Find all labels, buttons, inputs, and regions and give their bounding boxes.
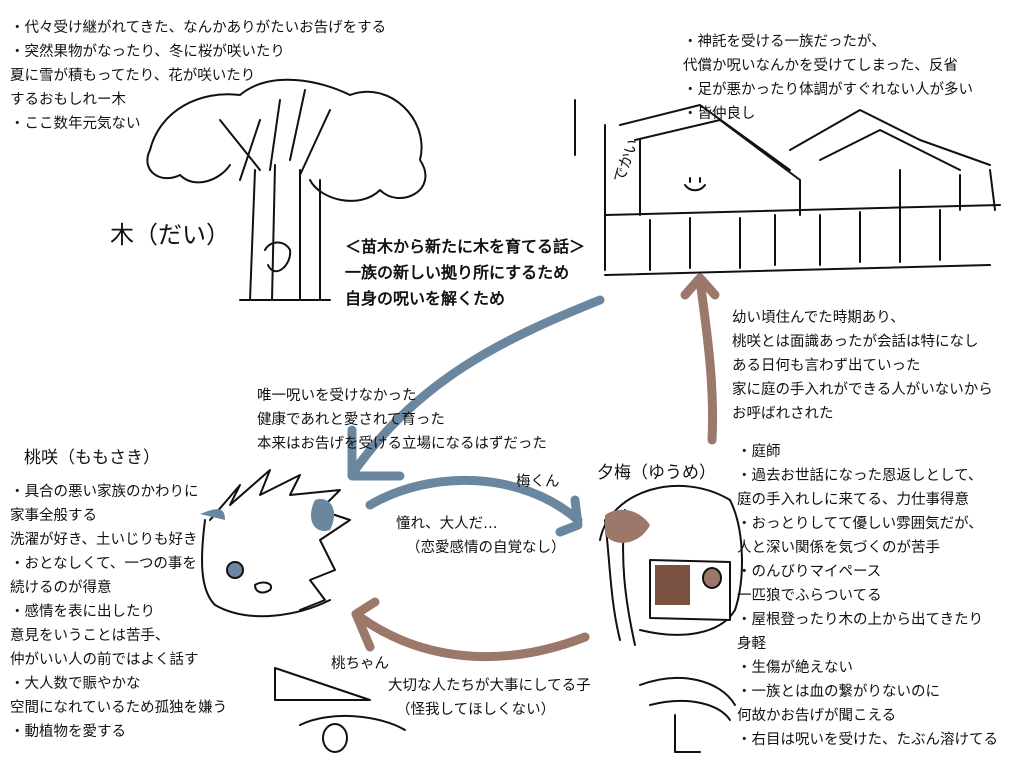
note-line: ・庭師 xyxy=(737,444,781,460)
note-line: 仲がいい人の前ではよく話す xyxy=(10,652,199,668)
yuu-to-momo-feeling: 大切な人たちが大事にしてる子 （怪我してほしくない） xyxy=(388,674,591,722)
note-line: ある日何も言わず出ていった xyxy=(732,358,921,374)
note-line: ・のんびりマイペース xyxy=(737,564,882,580)
note-line: ・過去お世話になった恩返しとして、 xyxy=(737,468,983,484)
yuume-notes: ・庭師 ・過去お世話になった恩返しとして、 庭の手入れしに来てる、力仕事得意 ・… xyxy=(737,440,998,752)
note-line: ・具合の悪い家族のかわりに xyxy=(10,484,199,500)
note-line: ・神託を受ける一族だったが、 xyxy=(683,34,886,50)
note-line: ・皆仲良し xyxy=(683,106,756,122)
note-line: ・大人数で賑やかな xyxy=(10,676,141,692)
story-line: ＜苗木から新たに木を育てる話＞ xyxy=(345,237,586,256)
momosaki-background: 唯一呪いを受けなかった 健康であれと愛されて育った 本来はお告げを受ける立場にな… xyxy=(257,384,547,456)
note-line: お呼ばれされた xyxy=(732,406,834,422)
note-line: 幼い頃住んでた時期あり、 xyxy=(732,310,905,326)
note-line: ・一族とは血の繋がりないのに xyxy=(737,684,940,700)
note-line: するおもしれー木 xyxy=(10,92,126,108)
note-line: ・おとなしくて、一つの事を xyxy=(10,556,197,572)
yuu-to-momo-name: 桃ちゃん xyxy=(331,656,389,672)
tree-drawing xyxy=(146,78,427,301)
note-line: 何故かお告げが聞こえる xyxy=(737,708,897,724)
note-line: ・突然果物がなったり、冬に桜が咲いたり xyxy=(10,44,285,60)
yuume-drawing xyxy=(599,485,743,646)
yuume-background: 幼い頃住んでた時期あり、 桃咲とは面識あったが会話は特になし ある日何も言わず出… xyxy=(732,306,993,426)
brown-arrows xyxy=(351,273,720,662)
note-line: 夏に雪が積もってたり、花が咲いたり xyxy=(10,68,256,84)
note-line: 家事全般する xyxy=(10,508,97,524)
story-line: 自身の呪いを解くため xyxy=(345,289,506,308)
feeling-line: （恋愛感情の自覚なし） xyxy=(406,540,566,556)
note-line: ・右目は呪いを受けた、たぶん溶けてる xyxy=(737,732,998,748)
house-drawing xyxy=(574,99,1001,276)
feeling-line: 憧れ、大人だ… xyxy=(396,516,498,532)
story-title: ＜苗木から新たに木を育てる話＞ 一族の新しい拠り所にするため 自身の呪いを解くた… xyxy=(345,234,585,312)
blue-arrows xyxy=(347,295,605,537)
story-line: 一族の新しい拠り所にするため xyxy=(345,263,570,282)
note-line: 桃咲とは面識あったが会話は特になし xyxy=(732,334,979,350)
note-line: ・生傷が絶えない xyxy=(737,660,853,676)
note-line: 空間になれているため孤独を嫌う xyxy=(10,700,228,716)
note-line: 人と深い関係を気づくのが苦手 xyxy=(737,540,940,556)
note-line: ・屋根登ったり木の上から出てきたり xyxy=(737,612,984,628)
note-line: 代償か呪いなんかを受けてしまった、反省 xyxy=(683,58,958,74)
note-line: 続けるのが得意 xyxy=(10,580,112,596)
note-line: ・足が悪かったり体調がすぐれない人が多い xyxy=(683,82,973,98)
tree-notes: ・代々受け継がれてきた、なんかありがたいお告げをする ・突然果物がなったり、冬に… xyxy=(10,16,386,136)
feeling-line: （怪我してほしくない） xyxy=(396,702,556,718)
note-line: ・感情を表に出したり xyxy=(10,604,155,620)
momo-to-yuu-feeling: 憧れ、大人だ… （恋愛感情の自覚なし） xyxy=(396,512,566,560)
note-line: 一匹狼でふらついてる xyxy=(737,588,882,604)
house-notes: ・神託を受ける一族だったが、 代償か呪いなんかを受けてしまった、反省 ・足が悪か… xyxy=(683,30,973,126)
momosaki-notes: ・具合の悪い家族のかわりに 家事全般する 洗濯が好き、土いじりも好き ・おとなし… xyxy=(10,480,227,744)
note-line: 庭の手入れしに来てる、力仕事得意 xyxy=(737,492,969,508)
yuume-name: 夕梅（ゆうめ） xyxy=(597,463,716,483)
momosaki-drawing xyxy=(200,469,351,618)
tree-label: 木（だい） xyxy=(110,221,230,249)
note-line: 洗濯が好き、土いじりも好き xyxy=(10,532,198,548)
note-line: 本来はお告げを受ける立場になるはずだった xyxy=(257,436,547,452)
note-line: ・代々受け継がれてきた、なんかありがたいお告げをする xyxy=(10,20,387,36)
momosaki-name: 桃咲（ももさき） xyxy=(24,448,160,468)
eye-studies xyxy=(274,667,736,753)
note-line: 唯一呪いを受けなかった xyxy=(257,388,417,404)
note-line: 健康であれと愛されて育った xyxy=(257,412,445,428)
feeling-line: 大切な人たちが大事にしてる子 xyxy=(388,678,591,694)
note-line: ・おっとりしてて優しい雰囲気だが、 xyxy=(737,516,983,532)
note-line: 意見をいうことは苦手、 xyxy=(10,628,170,644)
note-line: ・動植物を愛する xyxy=(10,724,126,740)
note-line: ・ここ数年元気ない xyxy=(10,116,141,132)
note-line: 家に庭の手入れができる人がいないから xyxy=(732,382,993,398)
note-line: 身軽 xyxy=(737,636,766,652)
momo-to-yuu-name: 梅くん xyxy=(516,474,560,490)
